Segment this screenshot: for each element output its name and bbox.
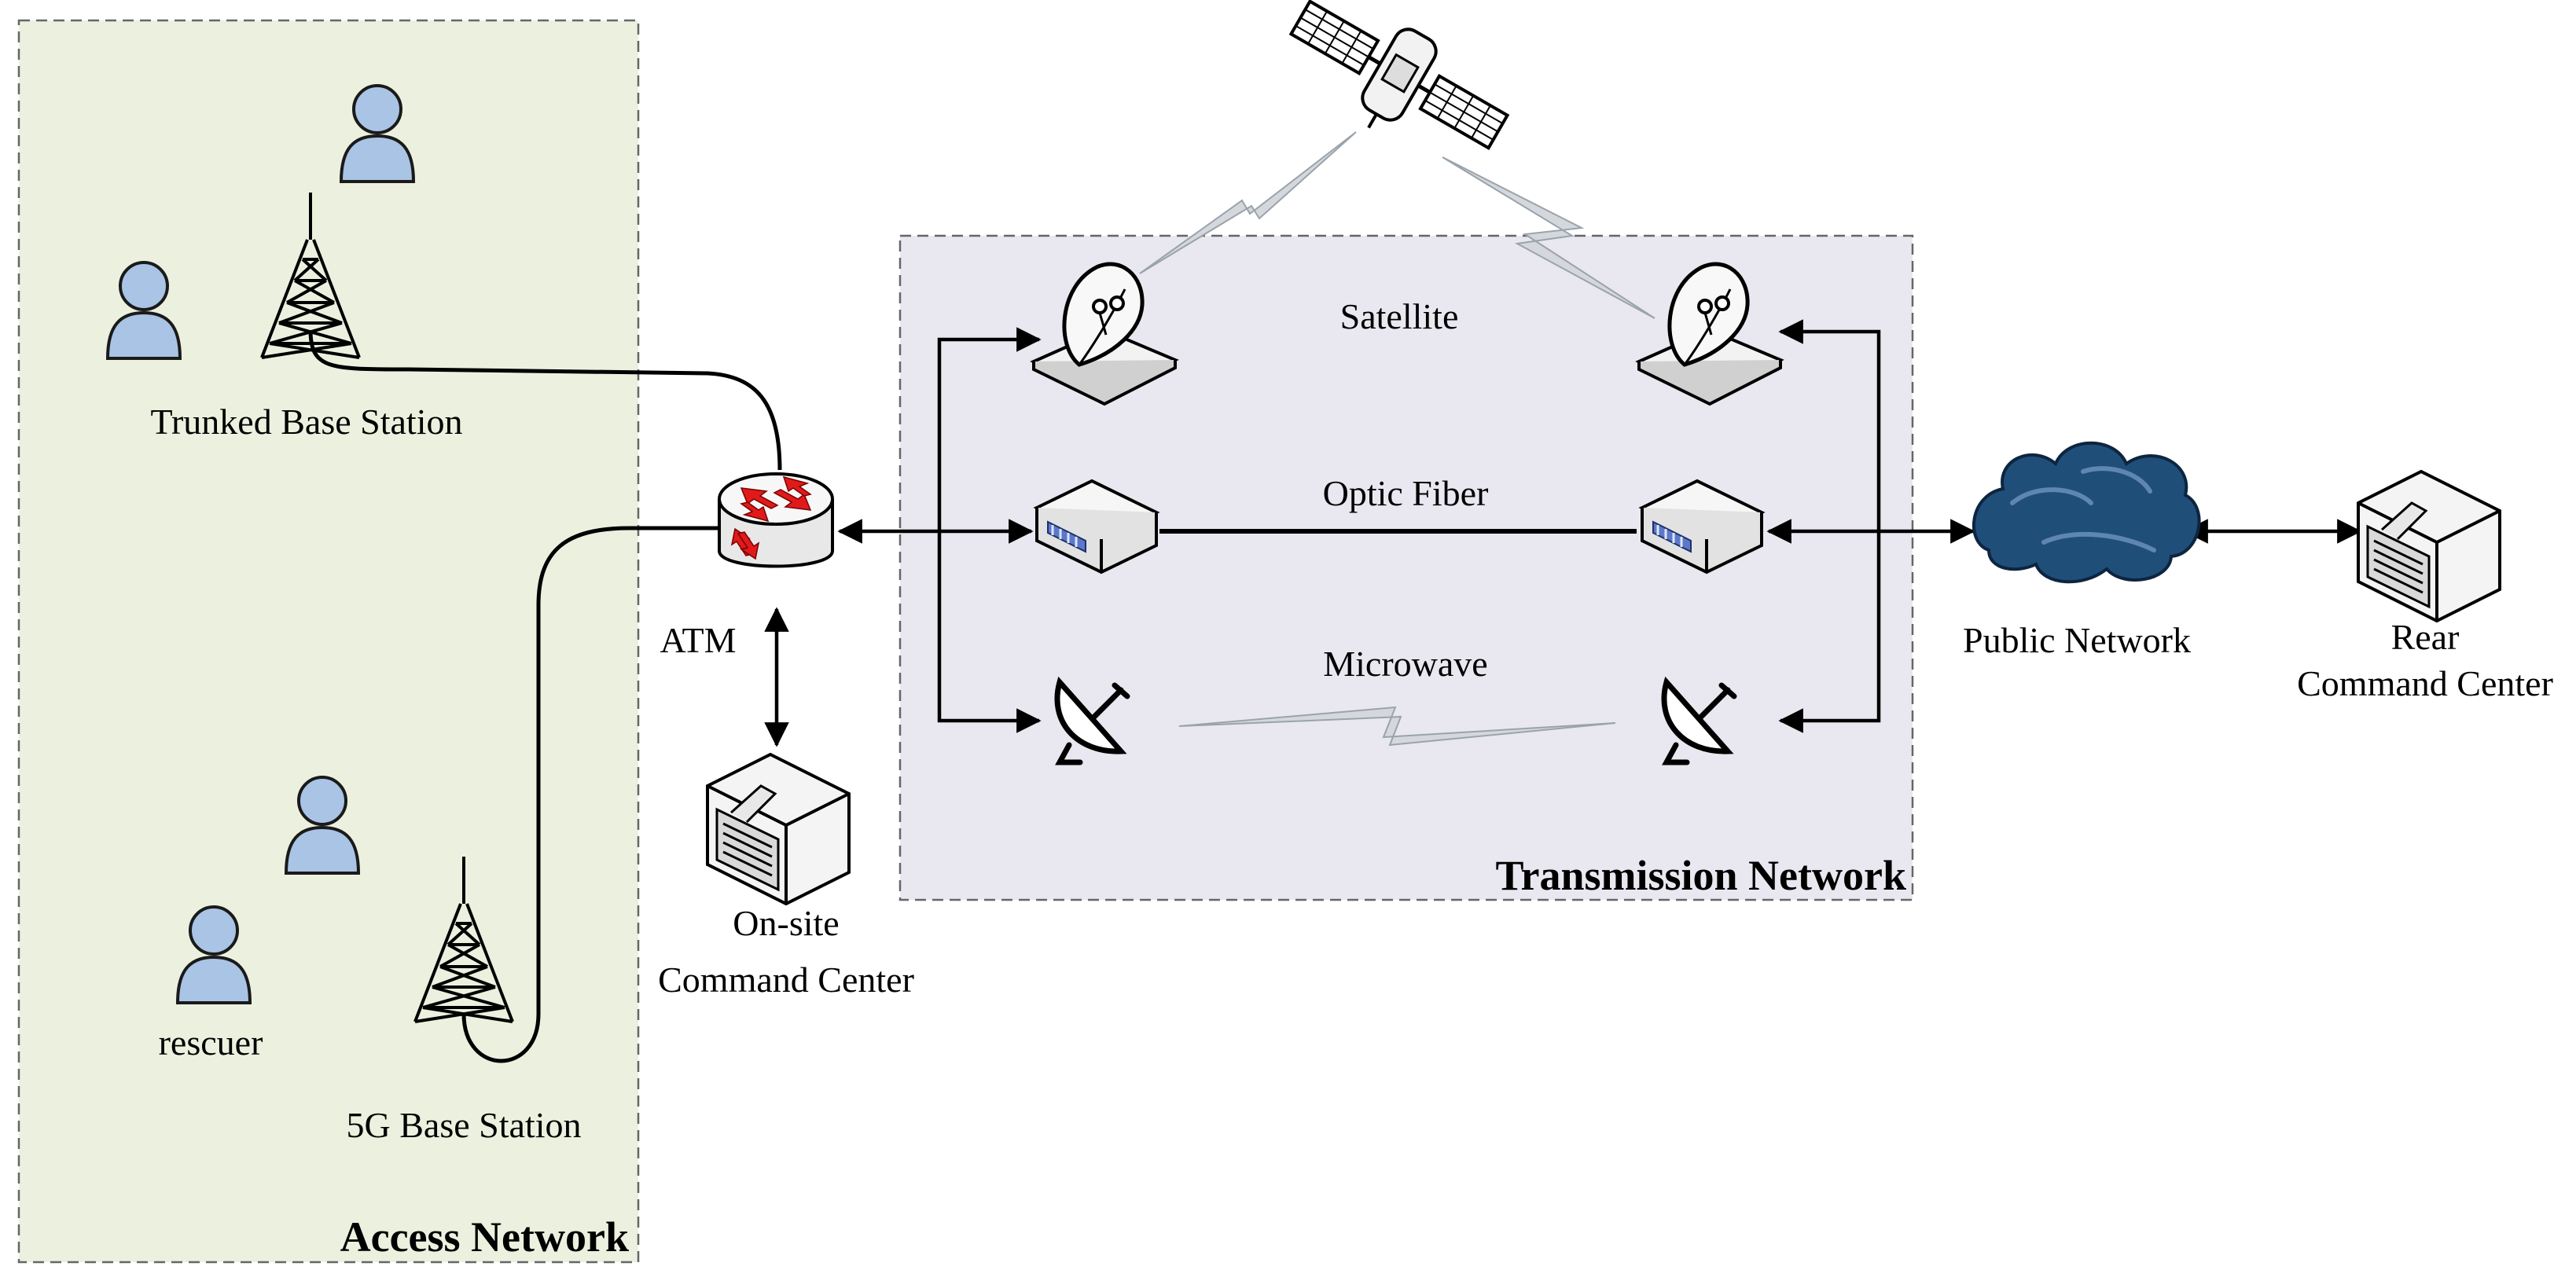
optic-fiber-label: Optic Fiber: [1323, 473, 1489, 513]
access-network-title: Access Network: [340, 1213, 629, 1261]
satellite-icon: [1288, 0, 1510, 151]
access-network-region: Access Network: [17, 19, 640, 1264]
satellite-uplink-left: [1139, 131, 1357, 274]
trunked-base-station-label: Trunked Base Station: [151, 402, 463, 442]
microwave-link: [1178, 706, 1616, 747]
server-icon: [706, 753, 851, 905]
server-icon: [2357, 470, 2501, 622]
onsite-label-line1: On-site: [733, 903, 839, 943]
trunked-station-link: [308, 329, 782, 471]
public-network-label: Public Network: [1963, 620, 2191, 660]
rear-label-line1: Rear: [2391, 617, 2460, 657]
router-icon: [718, 472, 834, 568]
onsite-label-line2: Command Center: [658, 960, 914, 1000]
transmission-network-title: Transmission Network: [1495, 852, 1906, 899]
satellite-label: Satellite: [1340, 296, 1459, 336]
atm-label: ATM: [660, 620, 736, 660]
cloud-icon: [1972, 441, 2201, 584]
rear-label-line2: Command Center: [2297, 663, 2553, 703]
5g-base-station-label: 5G Base Station: [347, 1105, 582, 1145]
satellite-uplink-right: [1442, 156, 1655, 319]
left-bus-link: [937, 327, 1042, 733]
5g-station-link: [461, 526, 719, 1063]
rescuer-label: rescuer: [159, 1022, 263, 1063]
microwave-label: Microwave: [1323, 644, 1487, 684]
